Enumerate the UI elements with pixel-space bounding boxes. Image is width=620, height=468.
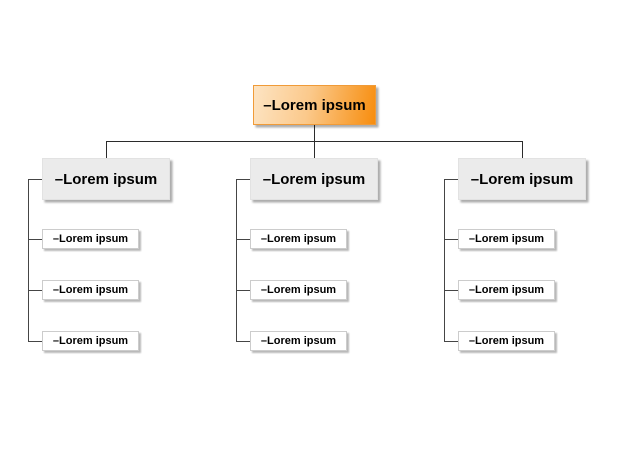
connector-bracket-branch-1 — [28, 179, 29, 341]
connector-bracket-branch-3 — [444, 179, 445, 341]
connector-stub-branch-1-child-1 — [28, 239, 42, 240]
org-node-branch-3-child-2-label: –Lorem ipsum — [468, 284, 545, 296]
org-node-branch-2-child-1-label: –Lorem ipsum — [260, 233, 337, 245]
org-node-branch-3-child-3-label: –Lorem ipsum — [468, 335, 545, 347]
connector-stub-branch-3-child-1 — [444, 239, 458, 240]
org-node-branch-2-child-2: –Lorem ipsum — [250, 280, 347, 300]
connector-stub-branch-1 — [28, 179, 42, 180]
connector-stub-branch-2 — [236, 179, 250, 180]
connector-stub-branch-2-child-2 — [236, 290, 250, 291]
connector-stub-branch-3 — [444, 179, 458, 180]
connector-stub-branch-2-child-3 — [236, 341, 250, 342]
connector-stub-branch-1-child-2 — [28, 290, 42, 291]
org-node-branch-3-label: –Lorem ipsum — [470, 170, 574, 188]
connector-drop-branch-1 — [106, 141, 107, 158]
org-node-branch-1-label: –Lorem ipsum — [54, 170, 158, 188]
org-node-branch-3-child-1: –Lorem ipsum — [458, 229, 555, 249]
org-node-branch-3-child-2: –Lorem ipsum — [458, 280, 555, 300]
org-node-branch-1-child-3: –Lorem ipsum — [42, 331, 139, 351]
org-node-branch-2-child-2-label: –Lorem ipsum — [260, 284, 337, 296]
connector-drop-branch-2 — [314, 141, 315, 158]
org-node-branch-1-child-1: –Lorem ipsum — [42, 229, 139, 249]
org-node-branch-1-child-1-label: –Lorem ipsum — [52, 233, 129, 245]
connector-stub-branch-1-child-3 — [28, 341, 42, 342]
org-node-branch-3-child-3: –Lorem ipsum — [458, 331, 555, 351]
org-node-root-label: –Lorem ipsum — [263, 96, 366, 114]
connector-bracket-branch-2 — [236, 179, 237, 341]
org-node-branch-2-child-3-label: –Lorem ipsum — [260, 335, 337, 347]
org-node-root: –Lorem ipsum — [253, 85, 376, 125]
connector-root-stem — [314, 125, 315, 141]
connector-stub-branch-3-child-2 — [444, 290, 458, 291]
connector-stub-branch-2-child-1 — [236, 239, 250, 240]
org-node-branch-2-child-3: –Lorem ipsum — [250, 331, 347, 351]
org-node-branch-1-child-2-label: –Lorem ipsum — [52, 284, 129, 296]
org-node-branch-3-child-1-label: –Lorem ipsum — [468, 233, 545, 245]
org-node-branch-1-child-3-label: –Lorem ipsum — [52, 335, 129, 347]
org-node-branch-3: –Lorem ipsum — [458, 158, 586, 200]
org-node-branch-1-child-2: –Lorem ipsum — [42, 280, 139, 300]
org-node-branch-1: –Lorem ipsum — [42, 158, 170, 200]
org-node-branch-2-label: –Lorem ipsum — [262, 170, 366, 188]
connector-stub-branch-3-child-3 — [444, 341, 458, 342]
org-node-branch-2-child-1: –Lorem ipsum — [250, 229, 347, 249]
org-node-branch-2: –Lorem ipsum — [250, 158, 378, 200]
connector-drop-branch-3 — [522, 141, 523, 158]
